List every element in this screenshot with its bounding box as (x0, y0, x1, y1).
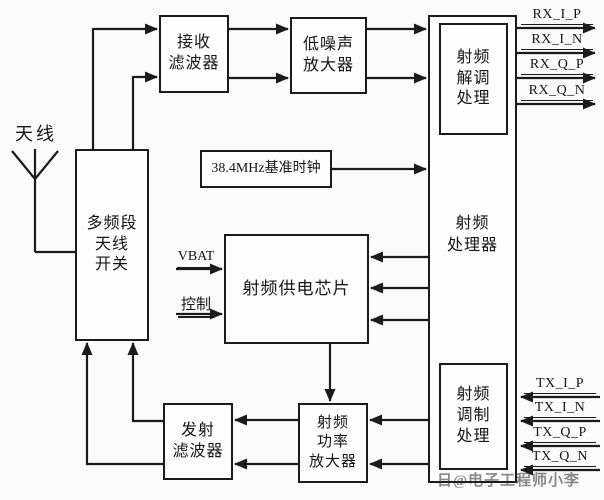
antenna-icon (11, 149, 75, 254)
rx-port-label-qn: RX_Q_N (521, 83, 593, 101)
rx-port-label-qp: RX_Q_P (521, 57, 593, 75)
antenna-switch-box: 多频段 天线 开关 (75, 149, 149, 341)
rx-port-label-in: RX_I_N (521, 32, 593, 50)
mod-box: 射频 调制 处理 (439, 363, 508, 470)
antenna-label: 天线 (15, 124, 57, 144)
vbat-label: VBAT (177, 249, 215, 269)
tx-port-label-qp: TX_Q_P (524, 425, 596, 443)
power-chip-box: 射频供电芯片 (224, 234, 369, 344)
rx-port-label-ip: RX_I_P (521, 7, 593, 25)
ctrl-label: 控制 (178, 293, 214, 318)
tx-port-label-ip: TX_I_P (524, 376, 596, 394)
rx-filter-box: 接收 滤波器 (159, 15, 229, 93)
lna-box: 低噪声 放大器 (290, 17, 367, 94)
rf-processor-label: 射频 处理器 (446, 215, 498, 254)
tx-port-label-qn: TX_Q_N (524, 449, 596, 467)
tx-port-label-in: TX_I_N (524, 400, 596, 418)
watermark-text: 日@电子工程师小李 (437, 473, 580, 489)
ref-clock-box: 38.4MHz基准时钟 (200, 150, 332, 188)
demod-box: 射频 解调 处理 (439, 23, 508, 135)
pa-box: 射频 功率 放大器 (298, 403, 368, 483)
tx-filter-box: 发射 滤波器 (163, 403, 233, 480)
